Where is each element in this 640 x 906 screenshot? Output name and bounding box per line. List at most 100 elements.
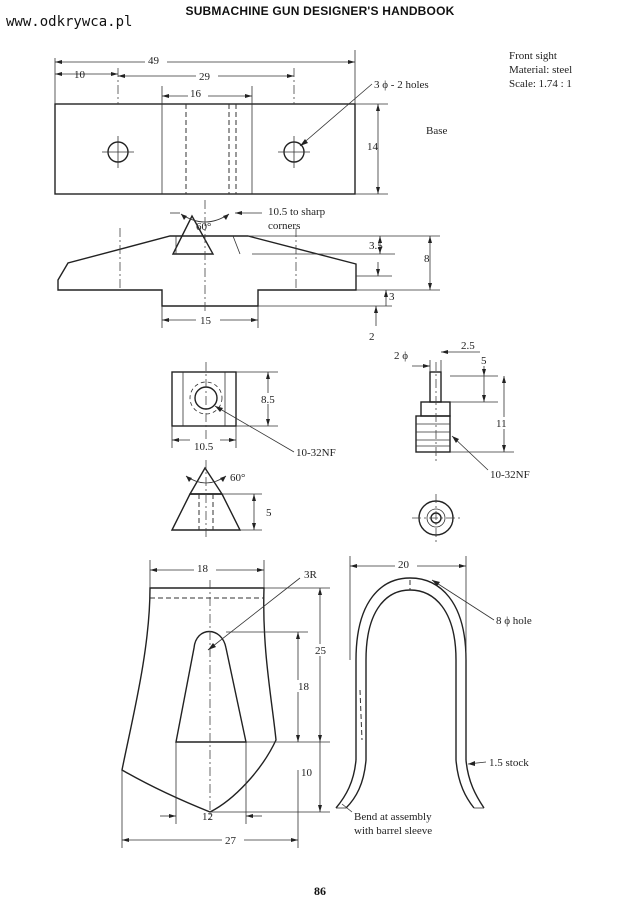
label-mask bbox=[196, 313, 220, 325]
arrowhead bbox=[502, 376, 506, 383]
arrowhead bbox=[150, 568, 157, 572]
dimension-label: 14 bbox=[367, 141, 379, 153]
arrowhead bbox=[266, 372, 270, 379]
dimension-label: 29 bbox=[199, 71, 211, 83]
page-header: SUBMACHINE GUN DESIGNER'S HANDBOOK bbox=[185, 4, 455, 18]
arrowhead bbox=[118, 74, 125, 78]
note-line: Scale: 1.74 : 1 bbox=[509, 78, 572, 90]
label-mask bbox=[296, 680, 316, 692]
leader-line bbox=[214, 405, 295, 453]
callout-label: 10.5 to sharp bbox=[268, 206, 326, 218]
block-outline bbox=[171, 371, 237, 427]
dimension-label: 3.5 bbox=[369, 240, 383, 252]
dimension-label: 8.5 bbox=[261, 394, 275, 406]
callout-label: Bend at assembly bbox=[354, 811, 432, 823]
callout-label: 1.5 stock bbox=[489, 757, 529, 769]
arrowhead bbox=[296, 735, 300, 742]
arrowhead bbox=[432, 580, 440, 586]
dimension-label: 20 bbox=[398, 559, 410, 571]
arrowhead bbox=[350, 564, 357, 568]
dimension-label: 10 bbox=[301, 767, 313, 779]
arrowhead bbox=[376, 269, 380, 276]
dimension-label: 3 bbox=[389, 291, 395, 303]
dimension-label: 8 bbox=[424, 253, 430, 265]
dimension-label: 49 bbox=[148, 55, 160, 67]
arrowhead bbox=[208, 643, 216, 650]
view-label: Base bbox=[426, 125, 448, 137]
callout-label: 3 ϕ - 2 holes bbox=[374, 79, 429, 91]
arrowhead bbox=[468, 761, 475, 766]
pin-thread bbox=[415, 415, 451, 453]
label-mask bbox=[194, 562, 216, 574]
pin-tip bbox=[429, 371, 442, 403]
arrowhead bbox=[296, 632, 300, 639]
arrowhead bbox=[482, 369, 486, 376]
base-front-view: 60° 10.5 to sharp corners 3.5 8 3 bbox=[57, 200, 440, 343]
dimension-label: 5 bbox=[481, 355, 487, 367]
spring-leg bbox=[465, 759, 485, 809]
arrowhead bbox=[172, 438, 179, 442]
dimension-label: 2.5 bbox=[461, 340, 475, 352]
arrowhead bbox=[245, 94, 252, 98]
arrowhead bbox=[266, 419, 270, 426]
arrowhead bbox=[251, 318, 258, 322]
arrowhead bbox=[215, 406, 223, 412]
label-mask bbox=[298, 766, 318, 778]
arrowhead bbox=[459, 564, 466, 568]
label-mask bbox=[258, 393, 282, 404]
arrowhead bbox=[252, 523, 256, 530]
dimension-label: 15 bbox=[200, 315, 212, 327]
leader-line bbox=[341, 803, 353, 813]
dimension-label: 18 bbox=[298, 681, 310, 693]
blade-edge bbox=[232, 235, 241, 255]
arrowhead bbox=[318, 735, 322, 742]
label-mask bbox=[222, 833, 244, 845]
arrowhead bbox=[235, 211, 242, 215]
arrowhead bbox=[252, 494, 256, 501]
note-line: Front sight bbox=[509, 50, 557, 62]
arrowhead bbox=[502, 445, 506, 452]
note-line: Material: steel bbox=[509, 64, 573, 76]
angle-label: 60° bbox=[230, 472, 245, 484]
arrowhead bbox=[162, 94, 169, 98]
dimension-label: 2 bbox=[369, 331, 375, 343]
callout-label: with barrel sleeve bbox=[354, 825, 432, 837]
arrowhead bbox=[246, 814, 253, 818]
pin-end-inner bbox=[426, 508, 446, 528]
watermark: www.odkrywca.pl bbox=[6, 14, 133, 30]
dimension-label: 18 bbox=[197, 563, 209, 575]
spring-leg bbox=[455, 759, 475, 809]
label-mask bbox=[494, 417, 512, 429]
callout-label: 10-32NF bbox=[296, 447, 336, 459]
label-mask bbox=[196, 69, 218, 81]
arrowhead bbox=[162, 318, 169, 322]
callout-label: 10-32NF bbox=[490, 469, 530, 481]
arrowhead bbox=[441, 350, 448, 354]
arrowhead bbox=[220, 476, 226, 482]
arrowhead bbox=[55, 60, 62, 64]
label-mask bbox=[190, 439, 220, 450]
spring-inner bbox=[365, 589, 457, 760]
arrowhead bbox=[376, 104, 380, 111]
dimension-label: 27 bbox=[225, 835, 237, 847]
arrowhead bbox=[257, 568, 264, 572]
arrowhead bbox=[428, 283, 432, 290]
label-mask bbox=[313, 644, 333, 656]
pin-collar bbox=[420, 401, 451, 417]
callout-label: 8 ϕ hole bbox=[496, 615, 532, 627]
spring-clip-view: 20 8 ϕ hole 1.5 stock Bend at assembly w… bbox=[335, 556, 532, 837]
dimension-label: 10 bbox=[74, 69, 86, 81]
arrowhead bbox=[181, 214, 187, 220]
blade-view: 60° 5 bbox=[170, 460, 272, 540]
label-mask bbox=[145, 54, 167, 66]
dimension-label: 2 ϕ bbox=[394, 350, 408, 362]
arrowhead bbox=[378, 247, 382, 254]
dimension-label: 16 bbox=[190, 88, 202, 100]
arrowhead bbox=[318, 588, 322, 595]
callout-label: 3R bbox=[304, 569, 318, 581]
arrowhead bbox=[287, 74, 294, 78]
base-profile bbox=[57, 235, 357, 307]
arrowhead bbox=[169, 814, 176, 818]
arrowhead bbox=[291, 838, 298, 842]
leader-line bbox=[431, 579, 495, 621]
